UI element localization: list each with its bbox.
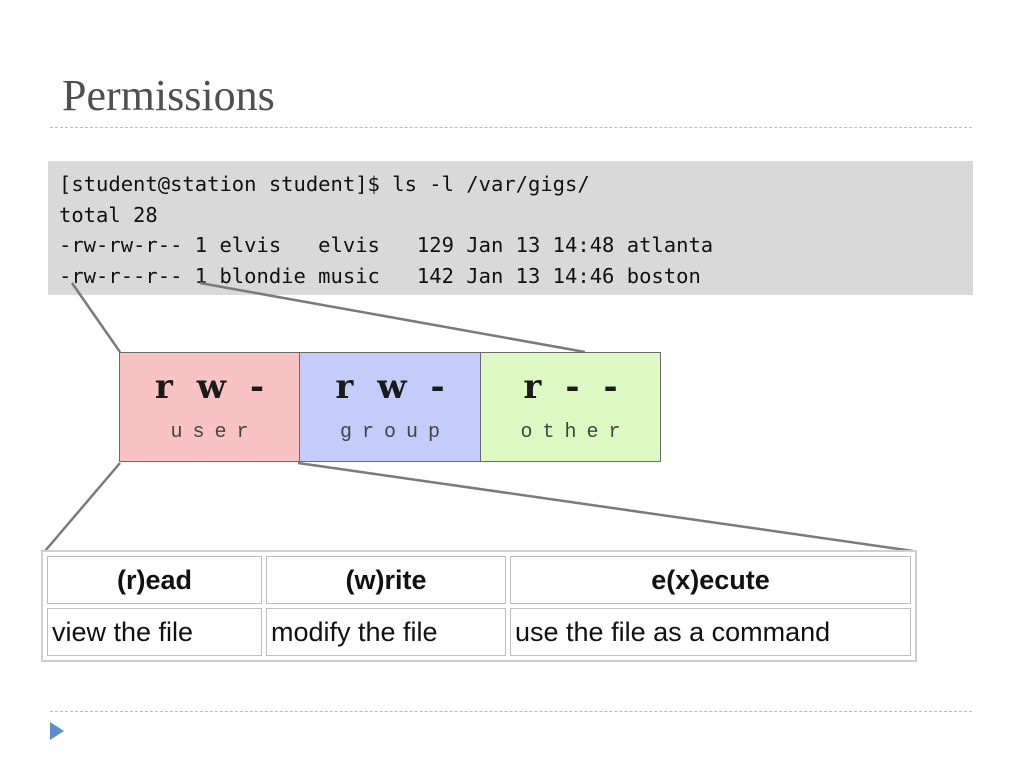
permission-box-user: rw- user (119, 352, 300, 462)
table-header-execute: e(x)ecute (510, 556, 911, 604)
permission-box-group: rw- group (299, 352, 481, 462)
permission-bits: rw- (335, 367, 469, 407)
permission-label: group (339, 421, 450, 444)
slide-title: Permissions (62, 71, 275, 120)
permission-label: other (520, 421, 631, 444)
terminal-line: -rw-r--r-- 1 blondie music 142 Jan 13 14… (59, 263, 701, 288)
terminal-line: total 28 (59, 202, 158, 227)
terminal-line: [student@station student]$ ls -l /var/gi… (59, 172, 590, 196)
table-header-row: (r)ead (w)rite e(x)ecute (47, 556, 911, 604)
table-header-read: (r)ead (47, 556, 262, 604)
table-cell: use the file as a command (510, 608, 911, 656)
footer-divider (50, 711, 972, 712)
terminal-line: -rw-rw-r-- 1 elvis elvis 129 Jan 13 14:4… (59, 233, 714, 257)
table-row: view the file modify the file use the fi… (47, 608, 911, 656)
permission-label: user (170, 421, 259, 444)
table-cell: view the file (47, 608, 262, 656)
table-header-write: (w)rite (266, 556, 506, 604)
table-cell: modify the file (266, 608, 506, 656)
permission-meaning-table: (r)ead (w)rite e(x)ecute view the file m… (41, 550, 917, 662)
connector-line (44, 462, 121, 552)
title-divider (50, 127, 972, 128)
permission-box-other: r-- other (480, 352, 661, 462)
permission-bits: r-- (523, 367, 642, 407)
permission-bits: rw- (154, 367, 289, 407)
connector-line (297, 461, 914, 553)
terminal-output: [student@station student]$ ls -l /var/gi… (48, 161, 973, 295)
play-arrow-icon (50, 722, 64, 740)
